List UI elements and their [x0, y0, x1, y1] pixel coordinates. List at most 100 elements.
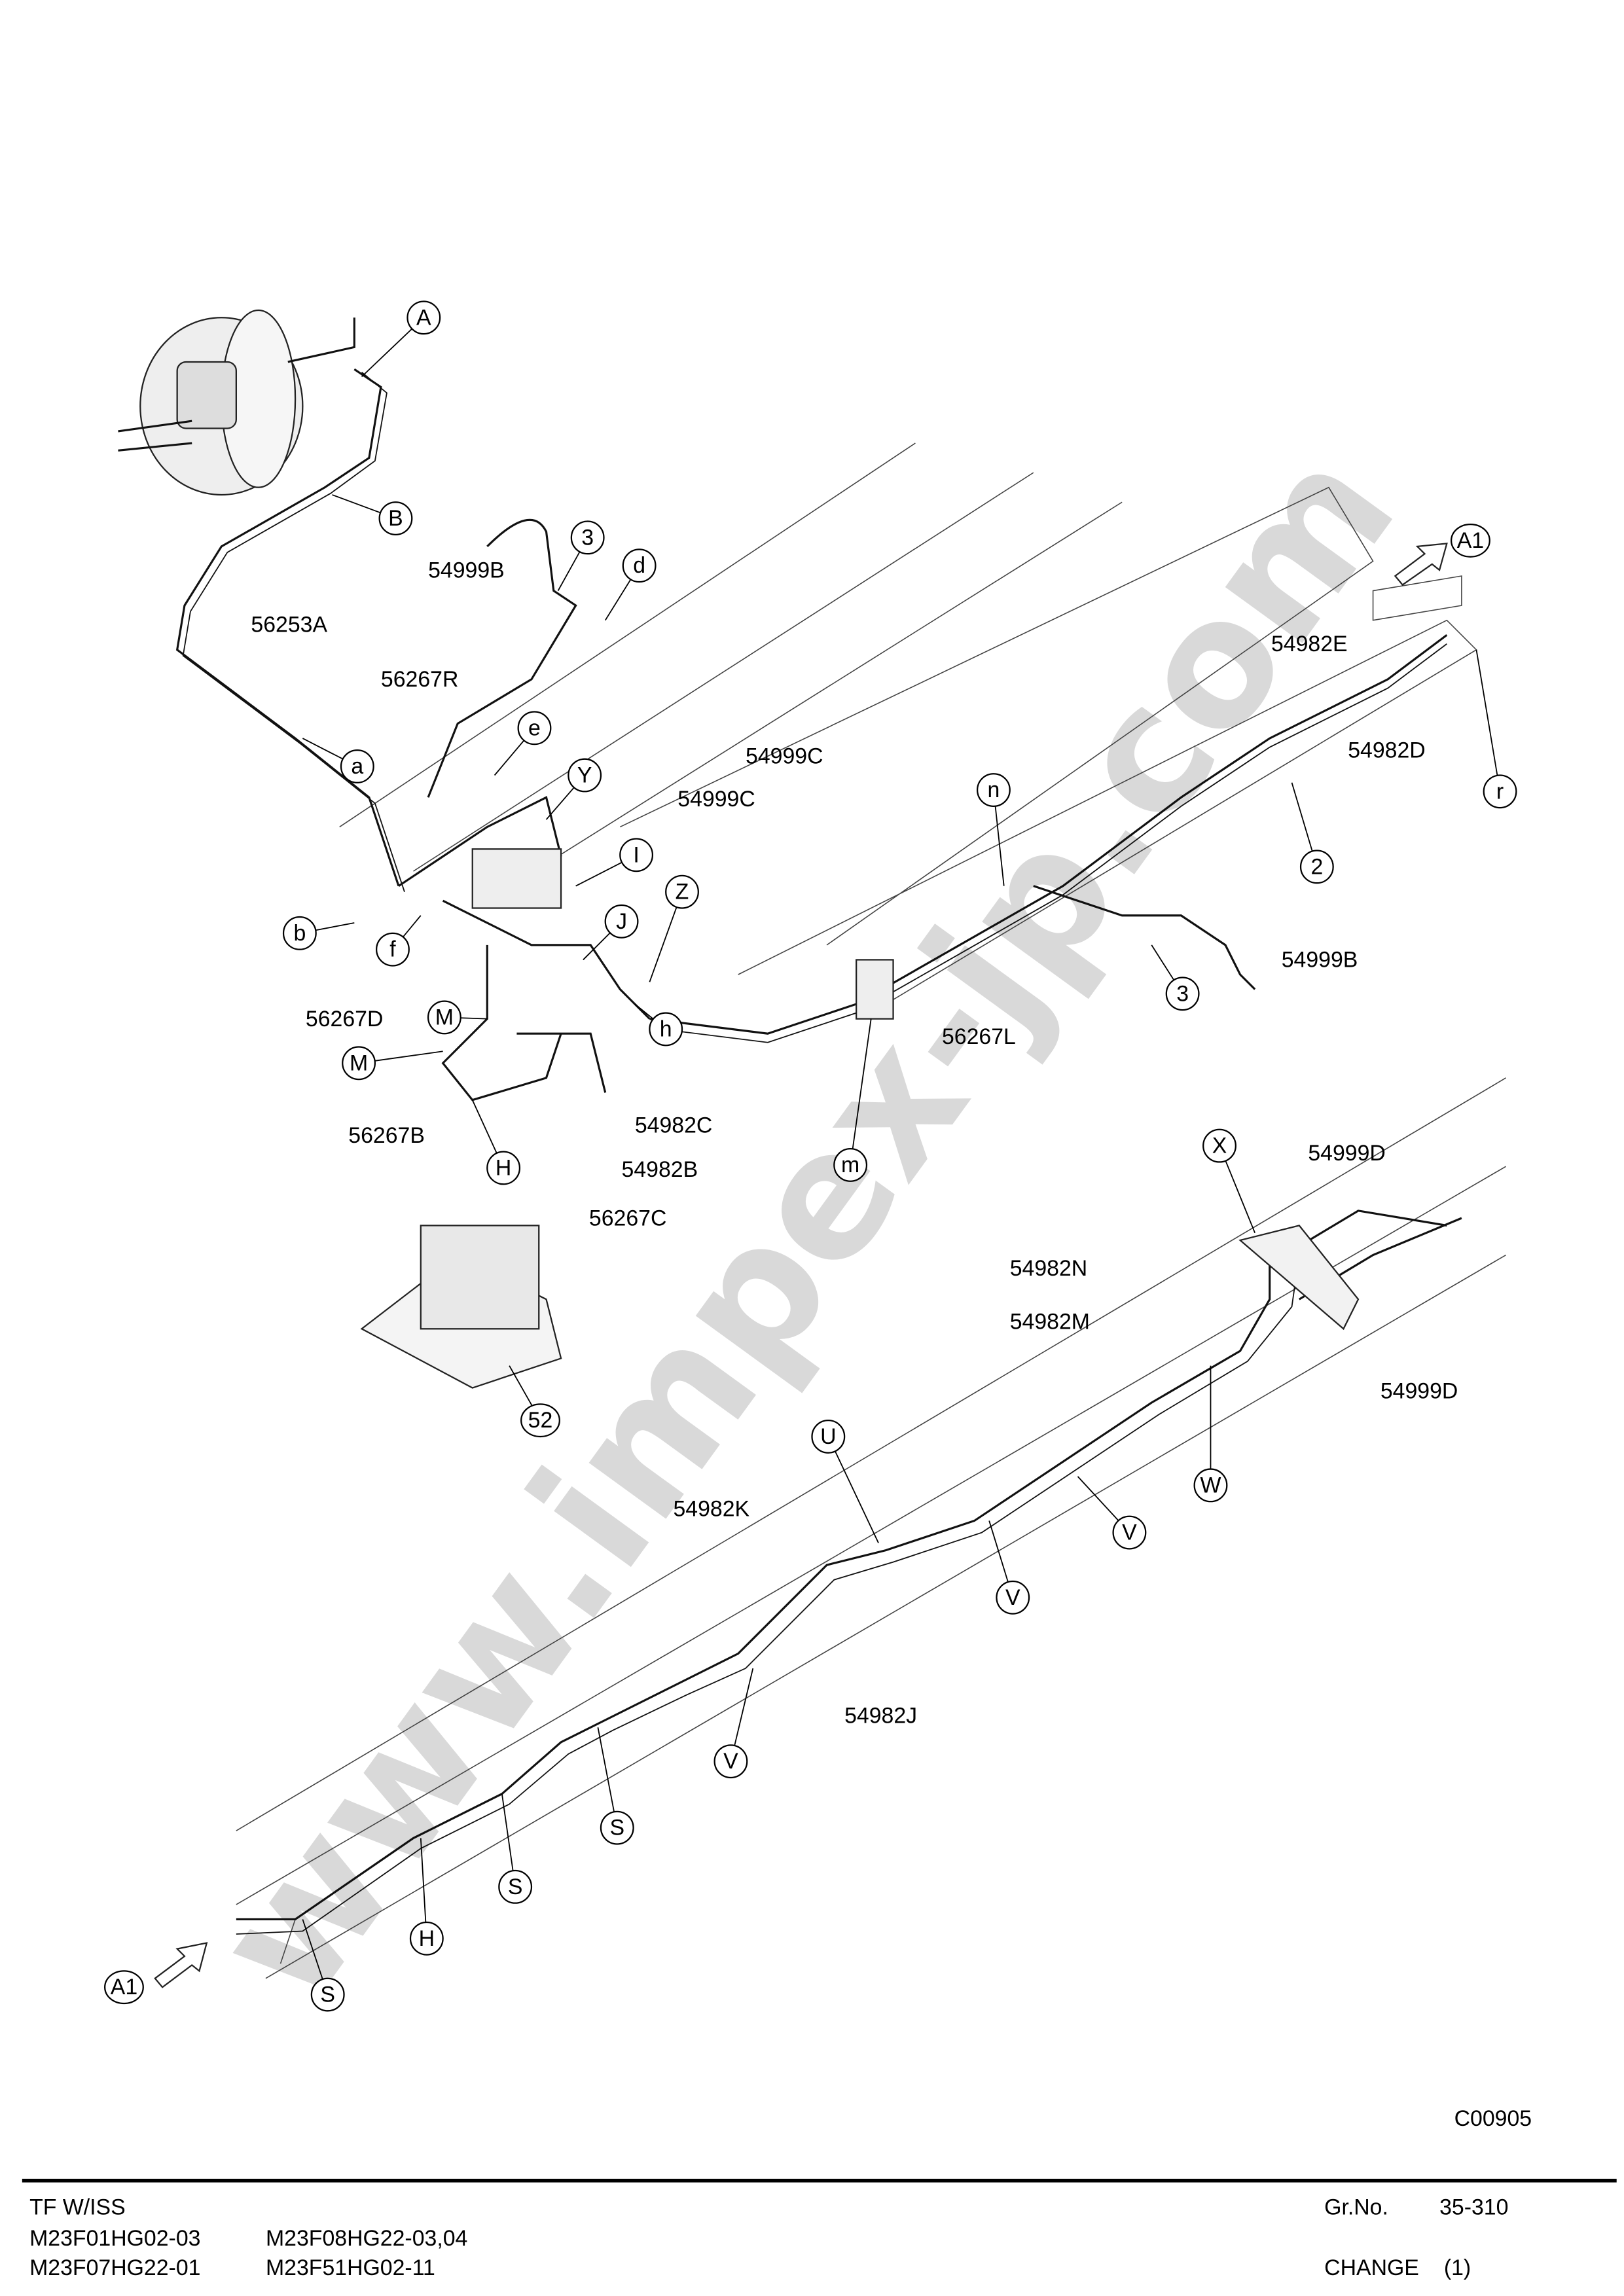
callout-circle [406, 300, 441, 335]
callout-letter: h [660, 1016, 672, 1041]
part-number-label: 56253A [251, 613, 327, 637]
callout-circle [378, 501, 413, 535]
callout-letter: S [609, 1816, 624, 1840]
callout-letter: V [1005, 1585, 1020, 1610]
model-code: M23F07HG22-01 [29, 2255, 200, 2280]
callout-circle [713, 1744, 748, 1779]
watermark: www.impex-jp.com [175, 413, 1434, 2038]
callout-letter: H [419, 1926, 435, 1951]
callout-circle [520, 1403, 560, 1438]
callout-circle [665, 874, 699, 909]
callout-circle [811, 1420, 846, 1454]
callout-circle [1193, 1468, 1228, 1503]
callout-circle [104, 1970, 144, 2005]
part-number-label: 54982D [1348, 738, 1426, 762]
footer-title: TF W/ISS [29, 2195, 126, 2220]
callout-letter: d [633, 553, 645, 578]
callout-circle [282, 916, 317, 950]
part-number-label: 54999D [1308, 1141, 1386, 1166]
group-label: Gr.No. [1324, 2195, 1388, 2220]
model-code: M23F51HG02-11 [266, 2255, 435, 2280]
part-number-label: 54982J [844, 1703, 917, 1728]
callout-letter: M [435, 1005, 454, 1030]
arrow-a1-icon [1394, 543, 1448, 586]
rear-brake-pipes [236, 1210, 1462, 1935]
part-number-label: 54999C [677, 787, 755, 812]
callout-circle [996, 1580, 1030, 1615]
callout-letter: V [723, 1749, 738, 1774]
callout-letter: U [820, 1424, 836, 1449]
part-labels: 54999B 56253A 56267R 54999C 54999C 56267D 5626… [251, 558, 1458, 1728]
callout-letter: M [350, 1050, 368, 1075]
callout-circle [517, 711, 552, 745]
arrow-a1-icon [154, 1942, 208, 1988]
callout-letter: a [351, 754, 363, 779]
leader-line [850, 1018, 872, 1166]
callout-letter: Y [577, 762, 592, 787]
callout-circle [498, 1869, 533, 1904]
change-value: (1) [1444, 2255, 1471, 2280]
callout-letter: I [633, 842, 639, 867]
callout-circle [342, 1046, 376, 1081]
callout-circle [568, 758, 602, 793]
model-code: M23F01HG02-03 [29, 2226, 200, 2251]
callout-letter: B [388, 506, 403, 531]
brake-booster [118, 309, 355, 496]
callout-letter: J [616, 909, 627, 934]
callout-letter: A1 [111, 1975, 137, 2000]
callout-letter: W [1200, 1473, 1221, 1498]
part-number-label: 56267R [381, 667, 459, 692]
callout-circle [619, 838, 654, 872]
callout-letter: 52 [528, 1408, 553, 1433]
part-number-label: 56267L [942, 1024, 1016, 1049]
front-brake-pipes [175, 368, 1448, 1102]
part-number-label: 56267B [348, 1123, 425, 1148]
callout-letter: f [389, 937, 396, 962]
callout-circle [622, 548, 657, 583]
callout-letter: A [416, 305, 431, 330]
callout-letter: m [841, 1153, 859, 1177]
callout-letter: b [293, 921, 306, 946]
callout-circle [310, 1977, 345, 2012]
callout-circle [427, 1000, 461, 1035]
callout-letter: 2 [1310, 854, 1323, 879]
callout-circle [340, 749, 374, 783]
part-number-label: 56267D [306, 1007, 384, 1031]
leader-line [827, 1436, 879, 1543]
callout-circle [976, 773, 1011, 807]
callout-circle [1450, 523, 1490, 558]
callout-letter: A1 [1457, 528, 1484, 553]
callout-letter: S [320, 1982, 335, 2007]
part-number-label: 54982E [1271, 632, 1348, 656]
callout-circle [486, 1151, 521, 1185]
change-label: CHANGE [1324, 2255, 1419, 2280]
callout-circle [1165, 977, 1200, 1011]
callout-letter: n [988, 778, 1000, 802]
model-code: M23F08HG22-03,04 [266, 2226, 467, 2251]
callout-letter: X [1212, 1134, 1227, 1158]
callout-circle [570, 520, 605, 555]
callout-letter: r [1496, 779, 1504, 804]
leader-line [597, 1727, 618, 1828]
callout-circle [1202, 1128, 1236, 1163]
callout-circle [600, 1810, 634, 1845]
part-number-label: 54982M [1010, 1309, 1090, 1334]
part-number-label: 56267C [589, 1206, 667, 1230]
callout-letter: V [1122, 1520, 1137, 1545]
part-number-label: 54982C [635, 1113, 713, 1138]
callout-circle [1112, 1515, 1147, 1550]
callout-circle [604, 904, 639, 939]
group-number: 35-310 [1439, 2195, 1508, 2220]
callout-circle [833, 1148, 868, 1182]
callout-letter: 3 [581, 525, 594, 550]
part-number-label: 54999C [746, 744, 823, 768]
callout-letter: Z [676, 880, 689, 905]
part-number-label: 54999B [1282, 948, 1358, 973]
callout-letter: 3 [1176, 981, 1189, 1006]
part-number-label: 54982B [622, 1157, 698, 1182]
part-number-label: 54999D [1380, 1378, 1458, 1403]
hydraulic-unit [360, 1225, 562, 1389]
part-number-label: 54999B [428, 558, 505, 583]
